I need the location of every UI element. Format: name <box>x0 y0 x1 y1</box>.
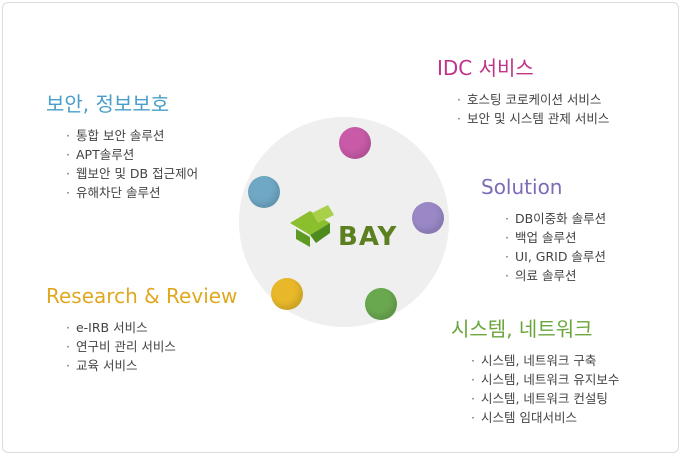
list-item: · 시스템, 네트워크 유지보수 <box>471 370 619 389</box>
list-item: · 교육 서비스 <box>66 356 237 375</box>
bullet-icon: · <box>505 268 509 283</box>
brand-name: BAY <box>338 222 398 252</box>
list-item-label: 호스팅 코로케이션 서비스 <box>466 92 602 107</box>
bullet-icon: · <box>66 339 70 354</box>
group-research: Research & Review ·e-IRB 서비스·연구비 관리 서비스·… <box>46 284 237 375</box>
group-list: · 통합 보안 솔루션 · APT솔루션 · 웹보안 및 DB 접근제어 · 유해차단 솔루션 <box>66 126 198 202</box>
bullet-icon: · <box>66 320 70 335</box>
list-item: · 연구비 관리 서비스 <box>66 337 237 356</box>
list-item-label: 백업 솔루션 <box>514 230 577 245</box>
list-item-label: 시스템, 네트워크 컨설팅 <box>480 391 608 406</box>
bullet-icon: · <box>505 249 509 264</box>
list-item-label: 시스템 임대서비스 <box>480 410 577 425</box>
list-item-label: e-IRB 서비스 <box>75 320 148 335</box>
bullet-icon: · <box>457 92 461 107</box>
bullet-icon: · <box>471 391 475 406</box>
bullet-icon: · <box>66 166 70 181</box>
bullet-icon: · <box>66 147 70 162</box>
list-item-label: 연구비 관리 서비스 <box>75 339 176 354</box>
group-solution: Solution ·DB이중화 솔루션·백업 솔루션·UI, GRID 솔루션·… <box>481 175 606 285</box>
dot-blue <box>248 176 280 208</box>
group-security: 보안, 정보보호 · 통합 보안 솔루션 · APT솔루션 · 웹보안 및 DB 접근제어… <box>46 92 198 202</box>
group-system: 시스템, 네트워크 · 시스템, 네트워크 구축 · 시스템, 네트워크 유지보수 · 시… <box>451 317 619 427</box>
bullet-icon: · <box>505 211 509 226</box>
list-item-label: 시스템, 네트워크 유지보수 <box>480 372 620 387</box>
group-title: 시스템, 네트워크 <box>451 317 593 341</box>
list-item: · APT솔루션 <box>66 145 198 164</box>
list-item: · UI, GRID 솔루션 <box>505 247 606 266</box>
group-idc: IDC 서비스 · 호스팅 코로케이션 서비스 · 보안 및 시스템 관제 서비스 <box>437 56 609 128</box>
group-list: · e-IRB 서비스 · 연구비 관리 서비스 · 교육 서비스 <box>66 318 237 375</box>
group-list: · 호스팅 코로케이션 서비스 · 보안 및 시스템 관제 서비스 <box>457 90 609 128</box>
group-title: Research & Review <box>46 284 238 308</box>
bullet-icon: · <box>66 185 70 200</box>
dot-purple <box>412 202 444 234</box>
list-item-label: UI, GRID 솔루션 <box>514 249 606 264</box>
dot-green <box>365 288 397 320</box>
group-title: 보안, 정보보호 <box>46 92 170 116</box>
bullet-icon: · <box>471 372 475 387</box>
list-item-label: 의료 솔루션 <box>514 268 577 283</box>
bullet-icon: · <box>471 410 475 425</box>
list-item-label: 유해차단 솔루션 <box>75 185 161 200</box>
list-item: · 의료 솔루션 <box>505 266 606 285</box>
list-item: · 보안 및 시스템 관제 서비스 <box>457 109 609 128</box>
list-item: · e-IRB 서비스 <box>66 318 237 337</box>
list-item-label: 시스템, 네트워크 구축 <box>480 353 597 368</box>
list-item-label: APT솔루션 <box>75 147 135 162</box>
group-list: · DB이중화 솔루션 · 백업 솔루션 · UI, GRID 솔루션 · 의료 솔루션 <box>505 209 606 285</box>
group-list: · 시스템, 네트워크 구축 · 시스템, 네트워크 유지보수 · 시스템, 네트워크 컨… <box>471 351 619 427</box>
list-item: · 백업 솔루션 <box>505 228 606 247</box>
list-item: · 유해차단 솔루션 <box>66 183 198 202</box>
list-item: · 통합 보안 솔루션 <box>66 126 198 145</box>
list-item: · 시스템, 네트워크 구축 <box>471 351 619 370</box>
list-item-label: DB이중화 솔루션 <box>514 211 607 226</box>
list-item: · 시스템, 네트워크 컨설팅 <box>471 389 619 408</box>
list-item-label: 통합 보안 솔루션 <box>75 128 165 143</box>
list-item-label: 교육 서비스 <box>75 358 138 373</box>
bullet-icon: · <box>66 358 70 373</box>
list-item: · 웹보안 및 DB 접근제어 <box>66 164 198 183</box>
list-item: · 호스팅 코로케이션 서비스 <box>457 90 609 109</box>
group-title: IDC 서비스 <box>437 56 534 80</box>
dot-pink <box>339 127 371 159</box>
list-item-label: 웹보안 및 DB 접근제어 <box>75 166 199 181</box>
list-item-label: 보안 및 시스템 관제 서비스 <box>466 111 610 126</box>
bay-logo-icon <box>290 205 334 247</box>
list-item: · DB이중화 솔루션 <box>505 209 606 228</box>
bullet-icon: · <box>471 353 475 368</box>
bullet-icon: · <box>505 230 509 245</box>
group-title: Solution <box>481 175 563 199</box>
dot-yellow <box>271 278 303 310</box>
list-item: · 시스템 임대서비스 <box>471 408 619 427</box>
bullet-icon: · <box>66 128 70 143</box>
bullet-icon: · <box>457 111 461 126</box>
